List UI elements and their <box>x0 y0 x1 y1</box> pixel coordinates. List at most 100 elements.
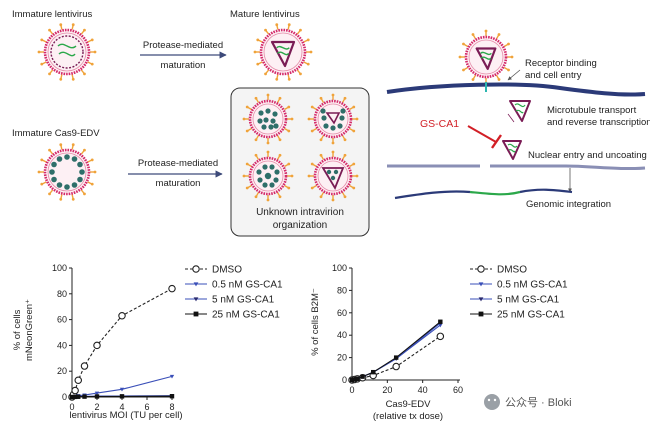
spike-head <box>510 55 514 59</box>
spike-head <box>319 195 323 199</box>
chart1-xlabel: lentivirus MOI (TU per cell) <box>70 410 183 421</box>
cas9-rnp <box>263 117 269 123</box>
legend-marker-2 <box>478 297 484 302</box>
spike-protein <box>42 39 47 43</box>
x-tick-label: 8 <box>169 402 174 412</box>
spike-protein <box>42 159 47 163</box>
spike-head <box>40 62 44 66</box>
x-tick-label: 0 <box>69 402 74 412</box>
spike-head <box>48 192 51 196</box>
spike-head <box>254 195 258 199</box>
spike-protein <box>265 69 270 74</box>
label-microtubule-2: and reverse transcription <box>547 117 650 128</box>
legend-label-1: 0.5 nM GS-CA1 <box>212 280 283 291</box>
chart1-ylabel-1: % of cells <box>12 309 23 350</box>
spike-head <box>287 23 291 27</box>
spike-head <box>310 129 314 133</box>
legend-marker-0 <box>192 265 200 273</box>
matrix-layer <box>252 103 284 135</box>
chart2-ylabel: % of cells B2M⁻ <box>310 288 321 356</box>
spike-head <box>306 38 310 42</box>
spike-head <box>48 28 51 32</box>
pointer-receptor <box>507 69 521 81</box>
chart2-series <box>348 319 445 384</box>
series-line-2 <box>351 322 441 381</box>
spike-protein <box>87 181 92 185</box>
spike-head <box>287 105 291 109</box>
spike-head <box>287 129 291 133</box>
y-tick-label: 0 <box>62 392 67 402</box>
spike-head <box>93 50 97 54</box>
spike-head <box>59 197 63 201</box>
spike-head <box>287 162 291 166</box>
matrix-layer <box>468 39 504 75</box>
spike-protein <box>265 30 270 35</box>
point-0 <box>436 332 445 341</box>
series-line-0 <box>71 288 173 398</box>
label-mature-lentivirus: Mature lentivirus <box>230 9 300 20</box>
label-unknown-1: Unknown intravirion <box>256 207 344 218</box>
spike-head <box>319 153 323 157</box>
spike-head <box>307 174 311 178</box>
capsid-transport <box>507 100 531 123</box>
spike-protein <box>463 43 469 48</box>
spike-protein <box>472 34 477 40</box>
series-line-1 <box>71 375 173 398</box>
spike-protein <box>320 155 325 160</box>
spike-head <box>245 105 249 109</box>
cas9-rnp <box>274 169 280 175</box>
spike-head <box>355 117 359 121</box>
spike-protein <box>303 39 308 43</box>
legend-marker-1 <box>478 282 484 287</box>
spike-protein <box>60 194 63 199</box>
legend-label-2: 5 nM GS-CA1 <box>497 295 560 306</box>
viral-rna <box>276 45 290 56</box>
spike-protein <box>287 25 290 30</box>
y-tick-label: 80 <box>337 285 347 295</box>
spike-protein <box>49 30 54 35</box>
label-protease-2b: maturation <box>156 178 201 189</box>
spike-protein <box>276 98 281 103</box>
legend-marker-2 <box>193 297 199 302</box>
label-protease-1a: Protease-mediated <box>143 40 223 51</box>
spike-protein <box>255 135 260 140</box>
spike-head <box>299 28 302 32</box>
spike-head <box>507 42 510 46</box>
spike-protein <box>71 74 74 79</box>
mature-lentivirus-particle <box>253 23 313 81</box>
spike-head <box>278 153 282 157</box>
spike-protein <box>80 150 85 155</box>
spike-protein <box>247 163 252 168</box>
point-3 <box>169 394 175 399</box>
cas9-rnp <box>269 164 275 170</box>
immature-edv-particle <box>37 143 97 201</box>
label-protease-2a: Protease-mediated <box>138 158 218 169</box>
spike-head <box>253 50 257 54</box>
spike-protein <box>284 106 289 111</box>
legend-marker-1 <box>193 282 199 287</box>
cas9-rnp <box>269 182 275 188</box>
cas9-rnp <box>261 124 267 130</box>
spike-head <box>71 23 75 27</box>
point-3 <box>438 319 443 324</box>
spike-head <box>90 62 94 66</box>
spike-protein <box>247 184 252 189</box>
inhibitor-line <box>467 125 497 143</box>
cas9-rnp <box>71 156 78 162</box>
spike-protein <box>349 163 354 168</box>
spike-protein <box>312 127 317 132</box>
point-1 <box>94 391 100 396</box>
legend-label-3: 25 nM GS-CA1 <box>212 310 280 321</box>
x-tick-label: 2 <box>94 402 99 412</box>
edv-variant-1 <box>242 93 294 145</box>
spike-head <box>331 198 335 202</box>
spike-head <box>37 170 41 174</box>
cell-membrane <box>386 82 646 97</box>
spike-protein <box>60 74 63 79</box>
point-3 <box>72 394 78 400</box>
spike-protein <box>341 155 346 160</box>
legend-label-0: DMSO <box>212 265 242 276</box>
spike-head <box>40 158 44 162</box>
